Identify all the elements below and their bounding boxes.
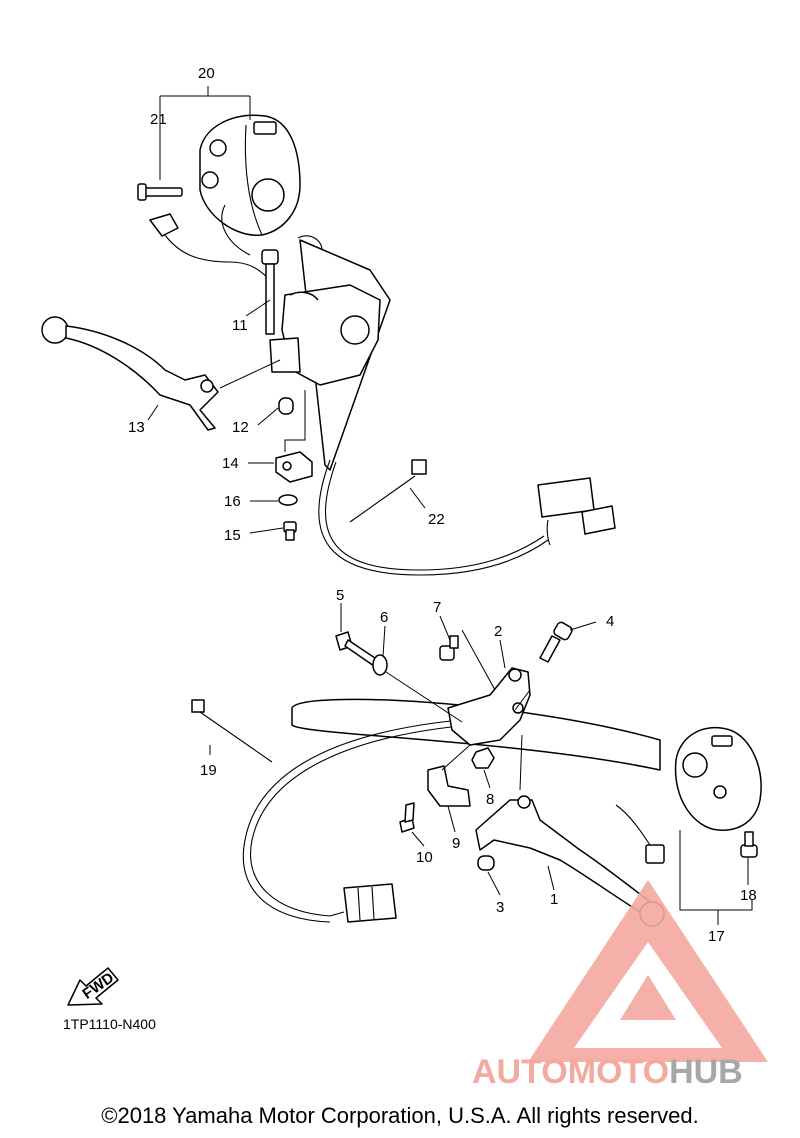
callout-3: 3 [496, 899, 504, 916]
cable-tie-19 [191, 699, 273, 763]
upper-cable [318, 459, 549, 576]
watermark-part2: HUB [669, 1053, 743, 1091]
callout-8: 8 [486, 791, 494, 808]
collar-12 [278, 397, 294, 415]
screw-10 [399, 802, 415, 833]
callout-21: 21 [150, 111, 167, 128]
callout-18: 18 [740, 887, 757, 904]
callout-9: 9 [452, 835, 460, 852]
callout-7: 7 [433, 599, 441, 616]
bracket-9 [427, 765, 471, 807]
lever-holder [269, 284, 381, 386]
callout-20: 20 [198, 65, 215, 82]
lower-leader-lines [209, 603, 753, 925]
callout-14: 14 [222, 455, 239, 472]
fwd-arrow-icon: FWD [67, 967, 119, 1006]
left-switch-housing [199, 114, 301, 236]
bolt-5 [335, 631, 379, 667]
watermark-part1: AUTOMOTO [472, 1053, 670, 1091]
callout-16: 16 [224, 493, 241, 510]
screw-21 [137, 183, 183, 201]
nut-8 [471, 747, 495, 769]
screw-15 [283, 521, 297, 541]
upper-leader-lines [147, 86, 426, 534]
callout-12: 12 [232, 419, 249, 436]
callout-19: 19 [200, 762, 217, 779]
callout-11: 11 [232, 317, 248, 334]
bolt-7 [439, 635, 459, 661]
callout-1: 1 [550, 891, 558, 908]
callout-10: 10 [416, 849, 433, 866]
washer-16 [278, 494, 298, 506]
screw-18 [740, 831, 758, 858]
callout-15: 15 [224, 527, 241, 544]
callout-5: 5 [336, 587, 344, 604]
upper-connectors [537, 477, 616, 546]
brake-lever-13 [41, 316, 219, 431]
lower-connector [343, 883, 397, 923]
collar-3 [477, 855, 495, 871]
callout-17: 17 [708, 928, 725, 945]
copyright-notice: ©2018 Yamaha Motor Corporation, U.S.A. A… [101, 1103, 699, 1128]
switch-14 [275, 451, 313, 483]
callout-4: 4 [606, 613, 614, 630]
callout-labels: 20 21 11 13 12 14 16 15 22 5 6 7 2 4 19 … [128, 65, 757, 945]
lower-cable [242, 719, 461, 923]
callout-13: 13 [128, 419, 145, 436]
callout-22: 22 [428, 511, 445, 528]
diagram-code: 1TP1110-N400 [63, 1016, 156, 1032]
cable-tie-22 [349, 459, 427, 523]
bolt-4 [539, 621, 573, 663]
right-switch-housing-17 [674, 726, 762, 831]
callout-6: 6 [380, 609, 388, 626]
automotohub-logo-mark [528, 880, 768, 1062]
clutch-lever-holder-2 [447, 667, 531, 746]
bolt-11 [261, 249, 279, 335]
washer-6 [372, 654, 388, 676]
watermark-wordmark: AUTOMOTOHUB [472, 1053, 743, 1092]
callout-2: 2 [494, 623, 502, 640]
